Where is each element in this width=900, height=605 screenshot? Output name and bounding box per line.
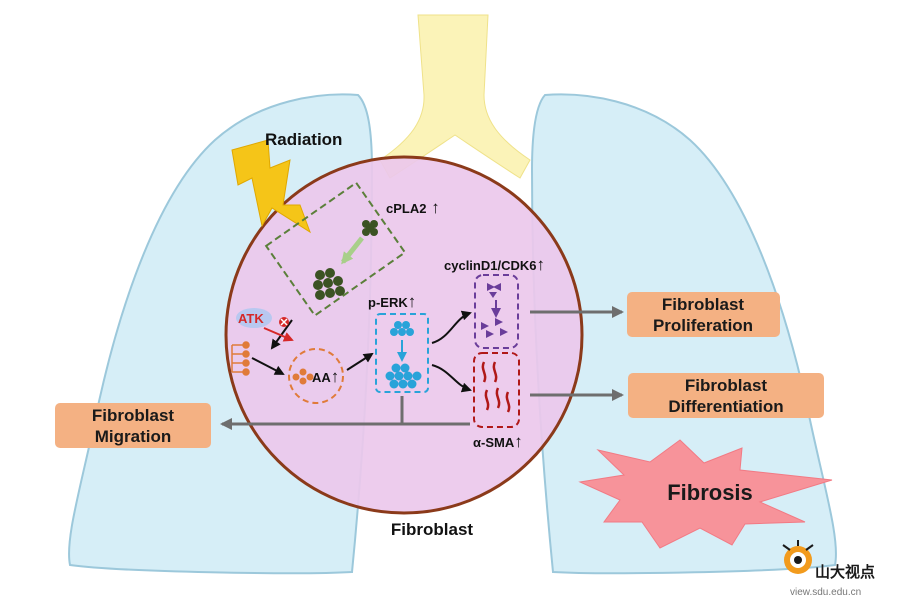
cpla2-box bbox=[264, 181, 407, 317]
perk-box bbox=[375, 313, 429, 393]
migration-line2: Migration bbox=[95, 427, 172, 446]
trachea bbox=[379, 14, 531, 179]
phospholipid-icon bbox=[231, 341, 250, 376]
proliferation-line1: Fibroblast bbox=[662, 295, 745, 314]
outcome-migration: Fibroblast Migration bbox=[55, 403, 211, 448]
aa-label: AA↑ bbox=[312, 367, 339, 386]
cyclin-label: cyclinD1/CDK6↑ bbox=[444, 255, 545, 274]
arrow-aa-to-perk bbox=[346, 352, 374, 371]
asma-box bbox=[473, 352, 520, 428]
arrow-perk-to-asma bbox=[431, 364, 472, 393]
atk-inhibition-arrow bbox=[263, 327, 294, 342]
migration-line1: Fibroblast bbox=[92, 406, 175, 425]
fibroblast-label: Fibroblast bbox=[391, 520, 474, 539]
asma-label: α-SMA↑ bbox=[473, 432, 523, 451]
perk-molecule-small bbox=[390, 321, 414, 336]
outcome-proliferation: Fibroblast Proliferation bbox=[627, 292, 780, 337]
cpla2-molecule-small bbox=[362, 220, 378, 236]
arrow-perk-to-cyclin bbox=[431, 310, 472, 344]
asma-fibers bbox=[481, 361, 511, 413]
arrow-lipid-to-aa bbox=[251, 357, 285, 375]
aa-circle bbox=[288, 348, 344, 404]
watermark-logo bbox=[782, 540, 814, 574]
proliferation-line2: Proliferation bbox=[653, 316, 753, 335]
radiation-label: Radiation bbox=[265, 130, 342, 149]
fibrosis-label: Fibrosis bbox=[667, 480, 753, 505]
atk-pill bbox=[236, 308, 272, 328]
fibrosis-burst bbox=[578, 439, 833, 549]
differentiation-line2: Differentiation bbox=[668, 397, 783, 416]
cyclin-box bbox=[474, 274, 519, 349]
aa-molecules bbox=[292, 368, 314, 385]
perk-label: p-ERK↑ bbox=[368, 292, 416, 311]
differentiation-line1: Fibroblast bbox=[685, 376, 768, 395]
cpla2-activation-arrow bbox=[341, 236, 364, 265]
atk-label: ATK bbox=[238, 311, 264, 326]
outcome-differentiation: Fibroblast Differentiation bbox=[628, 373, 824, 418]
arrow-cpla2-to-aa bbox=[270, 319, 293, 350]
watermark-brand: 山大视点 bbox=[815, 563, 875, 581]
cyclin-molecules bbox=[481, 283, 508, 338]
watermark-url: view.sdu.edu.cn bbox=[790, 587, 861, 598]
cpla2-molecule-cluster bbox=[313, 268, 345, 300]
cpla2-label: cPLA2 ↑ bbox=[386, 198, 440, 217]
perk-molecule-cluster bbox=[385, 363, 422, 389]
